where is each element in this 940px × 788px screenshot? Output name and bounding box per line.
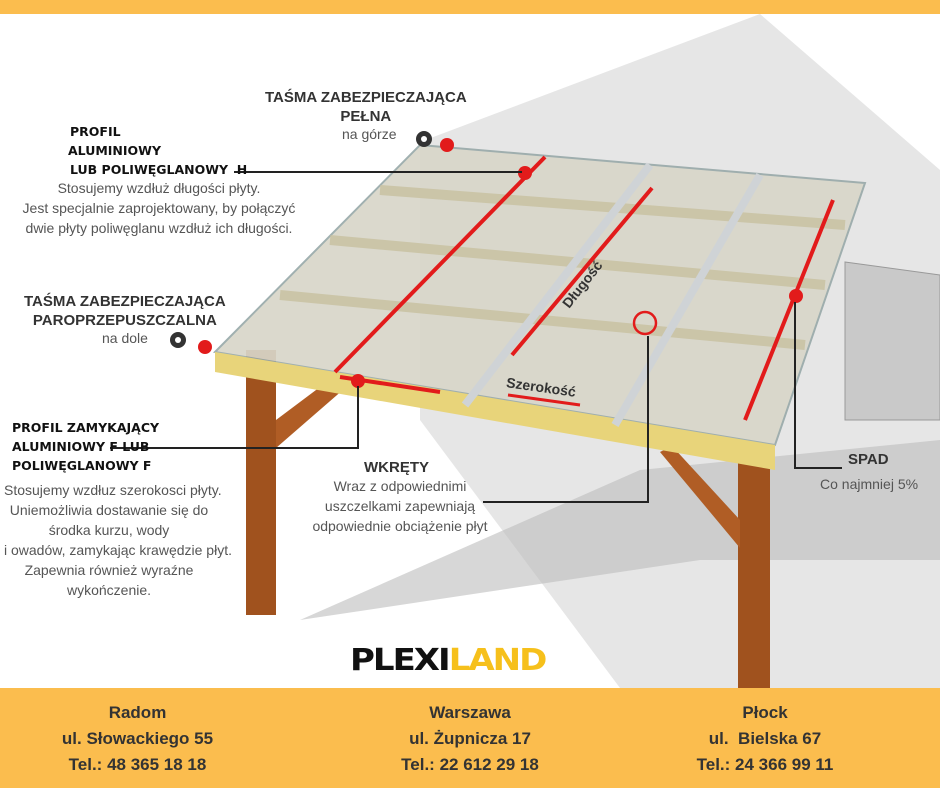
tape-bottom-sub: na dole <box>102 330 148 346</box>
profile-f-desc: Stosujemy wzdłuz szerokosci płyty.Uniemo… <box>4 482 232 598</box>
top-band <box>0 0 940 14</box>
right-brace <box>660 446 740 548</box>
tape-top-sub: na górze <box>342 126 397 142</box>
left-post <box>246 350 276 615</box>
callout-lines <box>110 171 842 503</box>
roof-illustration <box>110 14 940 688</box>
shed <box>844 261 940 421</box>
right-post <box>738 450 770 688</box>
slope-title: SPAD <box>848 451 889 468</box>
red-dots <box>198 138 803 388</box>
shadow <box>300 440 940 620</box>
profiles <box>461 162 764 428</box>
screws-title: WKRĘTY <box>364 459 429 476</box>
plexiland-logo: PLEXILAND <box>350 642 547 678</box>
profile-h-desc: Stosujemy wzdłuż długości płyty.Jest spe… <box>22 180 296 236</box>
tape-roll-icon <box>170 131 432 348</box>
slope-desc: Co najmniej 5% <box>820 476 919 492</box>
